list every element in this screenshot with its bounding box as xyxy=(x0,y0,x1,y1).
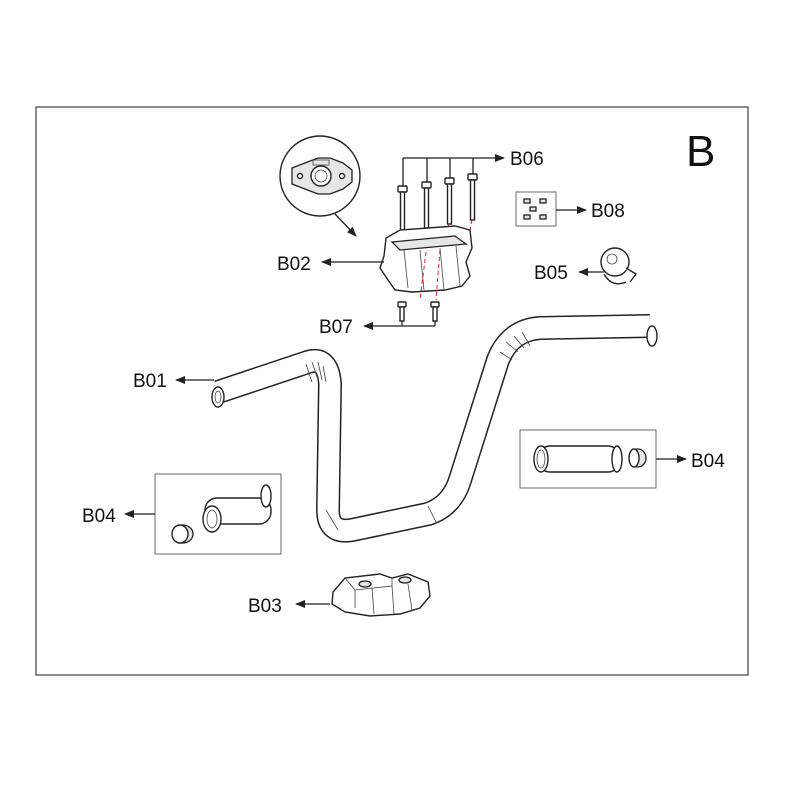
label-b08: B08 xyxy=(591,201,625,222)
bell-b05 xyxy=(578,247,638,285)
grip-left-b04 xyxy=(124,473,282,555)
label-b01: B01 xyxy=(133,371,167,392)
grip-right-b04 xyxy=(519,429,687,489)
label-b05: B05 xyxy=(534,263,568,284)
riser-clamp-b02 xyxy=(321,225,473,301)
diagram-frame xyxy=(35,106,749,676)
label-b03: B03 xyxy=(248,596,282,617)
section-letter: B xyxy=(686,127,715,176)
bolts-b07 xyxy=(363,301,440,330)
label-b06: B06 xyxy=(510,149,544,170)
washers-b08 xyxy=(515,191,587,227)
label-b02: B02 xyxy=(277,254,311,275)
label-b04-left: B04 xyxy=(82,506,116,527)
label-b07: B07 xyxy=(319,317,353,338)
detail-circle xyxy=(279,135,361,237)
label-b04-right: B04 xyxy=(691,451,725,472)
handlebar-b01 xyxy=(175,314,658,543)
riser-base-b03 xyxy=(295,573,431,617)
